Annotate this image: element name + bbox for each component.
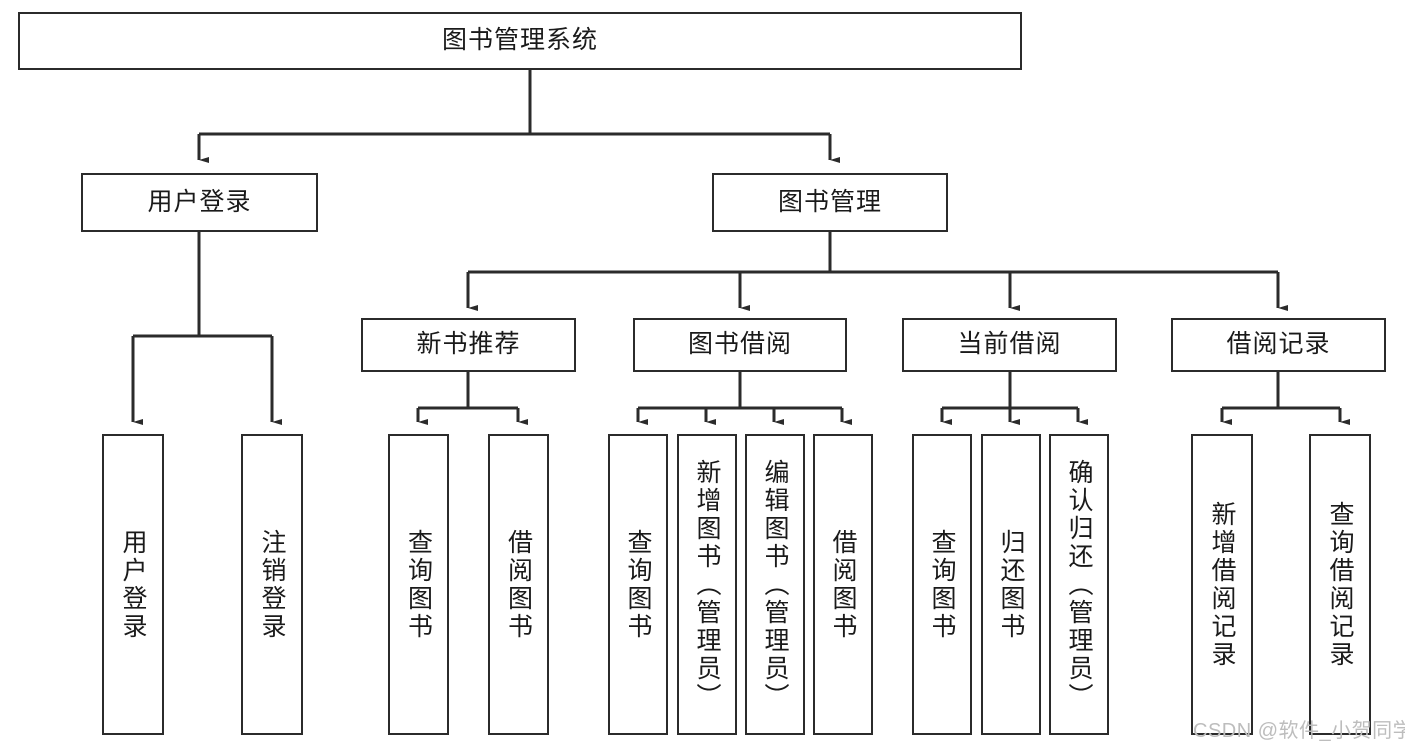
node-book-management-label: 图书管理 — [777, 187, 882, 216]
leaf-current-query-book-label: 查询图书 — [928, 528, 956, 641]
node-new-book-recommend-label: 新书推荐 — [416, 330, 521, 359]
leaf-user-login-label: 用户登录 — [119, 528, 147, 641]
leaf-current-return-book[interactable]: 归还图书 — [981, 434, 1041, 735]
leaf-borrow-edit-book-admin-label: 编辑图书（管理员） — [761, 458, 789, 711]
leaf-record-query-borrow-record-label: 查询借阅记录 — [1326, 500, 1354, 669]
leaf-borrow-query-book[interactable]: 查询图书 — [608, 434, 668, 735]
leaf-newbook-query-book-label: 查询图书 — [404, 528, 433, 641]
node-book-borrow[interactable]: 图书借阅 — [633, 318, 847, 372]
node-user-login[interactable]: 用户登录 — [81, 173, 318, 232]
leaf-record-add-borrow-record[interactable]: 新增借阅记录 — [1191, 434, 1253, 735]
leaf-borrow-borrow-book-label: 借阅图书 — [829, 528, 857, 641]
leaf-user-login[interactable]: 用户登录 — [102, 434, 164, 735]
node-root-book-management-system[interactable]: 图书管理系统 — [18, 12, 1022, 70]
leaf-borrow-query-book-label: 查询图书 — [624, 528, 652, 641]
leaf-record-query-borrow-record[interactable]: 查询借阅记录 — [1309, 434, 1371, 735]
leaf-borrow-edit-book-admin[interactable]: 编辑图书（管理员） — [745, 434, 805, 735]
node-new-book-recommend[interactable]: 新书推荐 — [361, 318, 576, 372]
leaf-logout-label: 注销登录 — [258, 528, 286, 641]
leaf-borrow-add-book-admin-label: 新增图书（管理员） — [693, 458, 721, 711]
node-current-borrow-label: 当前借阅 — [957, 330, 1062, 359]
node-book-borrow-label: 图书借阅 — [687, 330, 792, 359]
node-user-login-label: 用户登录 — [147, 187, 252, 216]
node-current-borrow[interactable]: 当前借阅 — [902, 318, 1117, 372]
leaf-logout[interactable]: 注销登录 — [241, 434, 303, 735]
leaf-record-add-borrow-record-label: 新增借阅记录 — [1208, 500, 1236, 669]
leaf-current-query-book[interactable]: 查询图书 — [912, 434, 972, 735]
leaf-newbook-query-book[interactable]: 查询图书 — [388, 434, 449, 735]
watermark-csdn: CSDN @软件_小贺同学 — [1193, 720, 1405, 742]
leaf-newbook-borrow-book[interactable]: 借阅图书 — [488, 434, 549, 735]
leaf-current-confirm-return-admin[interactable]: 确认归还（管理员） — [1049, 434, 1109, 735]
leaf-current-confirm-return-admin-label: 确认归还（管理员） — [1065, 458, 1093, 711]
leaf-borrow-add-book-admin[interactable]: 新增图书（管理员） — [677, 434, 737, 735]
leaf-borrow-borrow-book[interactable]: 借阅图书 — [813, 434, 873, 735]
leaf-newbook-borrow-book-label: 借阅图书 — [504, 528, 533, 641]
leaf-current-return-book-label: 归还图书 — [997, 528, 1025, 641]
node-borrow-record[interactable]: 借阅记录 — [1171, 318, 1386, 372]
node-borrow-record-label: 借阅记录 — [1226, 330, 1331, 359]
node-root-label: 图书管理系统 — [441, 26, 598, 55]
node-book-management[interactable]: 图书管理 — [712, 173, 948, 232]
